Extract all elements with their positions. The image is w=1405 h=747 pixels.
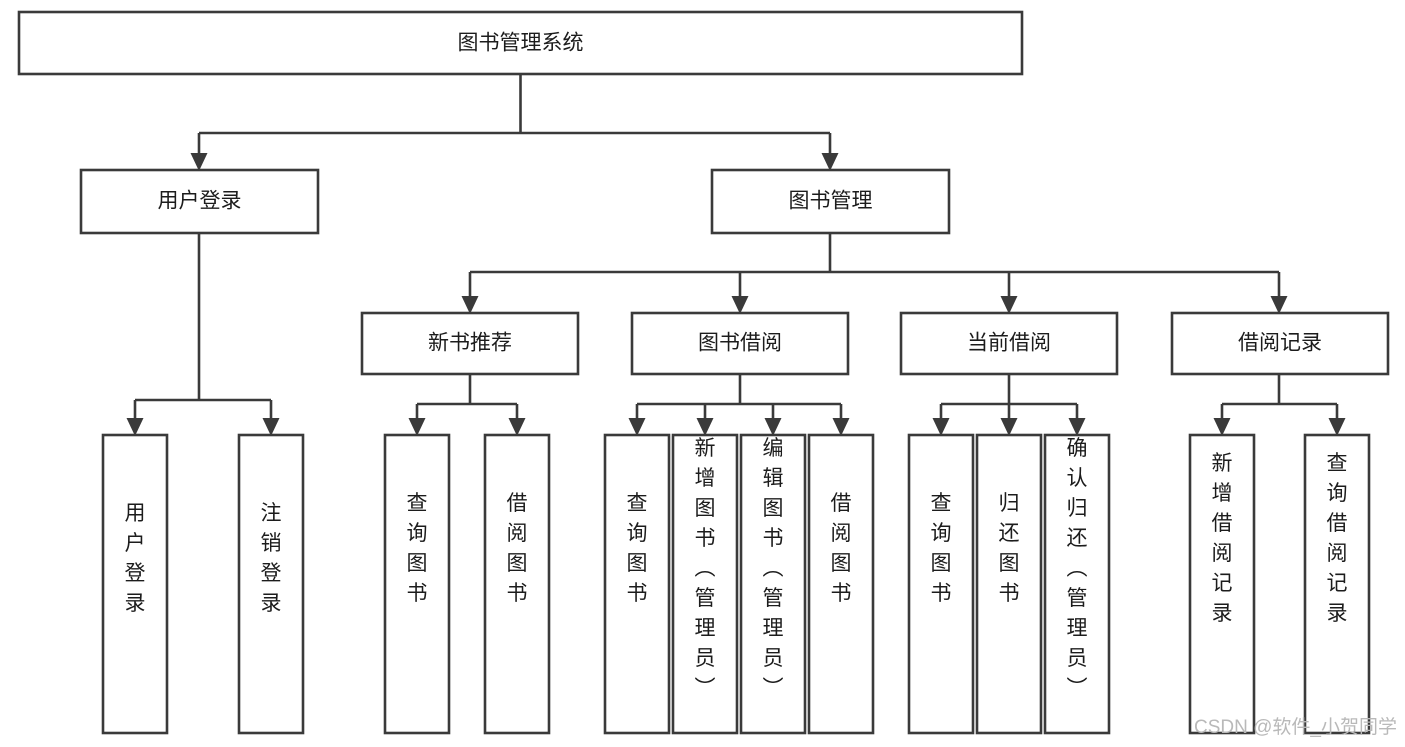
leaf-borrow-record-add-label: 新增借阅记录 — [1212, 452, 1233, 625]
node-current-borrow[interactable]: 当前借阅 — [899, 311, 1119, 376]
connector-group-book-manage — [461, 233, 1288, 314]
leaf-new-book-query[interactable]: 查询图书 — [383, 433, 451, 735]
connector-group-new-book — [408, 374, 526, 436]
leaf-book-borrow-add-label: 新增图书︵管理员︶ — [695, 437, 716, 700]
leaf-book-borrow-edit-label: 编辑图书︵管理员︶ — [763, 437, 784, 700]
leaf-book-borrow-borrow-label: 借阅图书 — [831, 492, 852, 605]
node-borrow-record-label: 借阅记录 — [1238, 332, 1322, 355]
leaf-book-borrow-borrow[interactable]: 借阅图书 — [807, 433, 875, 735]
connector-group-root — [190, 75, 839, 171]
node-root-system[interactable]: 图书管理系统 — [17, 10, 1024, 76]
node-user-login[interactable]: 用户登录 — [79, 168, 320, 235]
node-current-borrow-label: 当前借阅 — [967, 332, 1051, 355]
node-root-system-label: 图书管理系统 — [458, 32, 584, 55]
leaf-user-login-login-label: 用户登录 — [125, 502, 146, 615]
leaf-user-login-logout-label: 注销登录 — [261, 502, 282, 615]
leaf-book-borrow-query[interactable]: 查询图书 — [603, 433, 671, 735]
leaf-user-login-login[interactable]: 用户登录 — [101, 433, 169, 735]
leaf-current-borrow-return-label: 归还图书 — [999, 492, 1020, 605]
leaf-user-login-logout[interactable]: 注销登录 — [237, 433, 305, 735]
leaf-borrow-record-query[interactable]: 查询借阅记录 — [1303, 433, 1371, 735]
leaf-new-book-borrow-label: 借阅图书 — [507, 492, 528, 605]
node-book-manage[interactable]: 图书管理 — [710, 168, 951, 235]
leaf-new-book-borrow[interactable]: 借阅图书 — [483, 433, 551, 735]
node-new-book-recommend[interactable]: 新书推荐 — [360, 311, 580, 376]
connector-group-current-borrow — [932, 374, 1086, 436]
connector-group-user-login — [126, 233, 280, 436]
leaf-current-borrow-confirm[interactable]: 确认归还︵管理员︶ — [1043, 433, 1111, 735]
node-book-borrow[interactable]: 图书借阅 — [630, 311, 850, 376]
node-new-book-recommend-label: 新书推荐 — [428, 332, 512, 355]
node-book-manage-label: 图书管理 — [789, 190, 873, 213]
node-book-borrow-label: 图书借阅 — [698, 332, 782, 355]
leaf-current-borrow-query-label: 查询图书 — [931, 492, 952, 605]
connector-group-borrow-record — [1213, 374, 1346, 436]
leaf-new-book-query-label: 查询图书 — [407, 492, 428, 605]
leaf-book-borrow-edit[interactable]: 编辑图书︵管理员︶ — [739, 433, 807, 735]
leaf-current-borrow-return[interactable]: 归还图书 — [975, 433, 1043, 735]
connector-group-book-borrow — [628, 374, 850, 436]
watermark-label: CSDN @软件_小贺同学 — [1194, 716, 1397, 738]
node-user-login-label: 用户登录 — [158, 190, 242, 213]
leaf-current-borrow-query[interactable]: 查询图书 — [907, 433, 975, 735]
node-borrow-record[interactable]: 借阅记录 — [1170, 311, 1390, 376]
leaf-borrow-record-add[interactable]: 新增借阅记录 — [1188, 433, 1256, 735]
leaf-current-borrow-confirm-label: 确认归还︵管理员︶ — [1067, 437, 1088, 700]
leaf-book-borrow-add[interactable]: 新增图书︵管理员︶ — [671, 433, 739, 735]
leaf-borrow-record-query-label: 查询借阅记录 — [1327, 452, 1348, 625]
leaf-book-borrow-query-label: 查询图书 — [627, 492, 648, 605]
